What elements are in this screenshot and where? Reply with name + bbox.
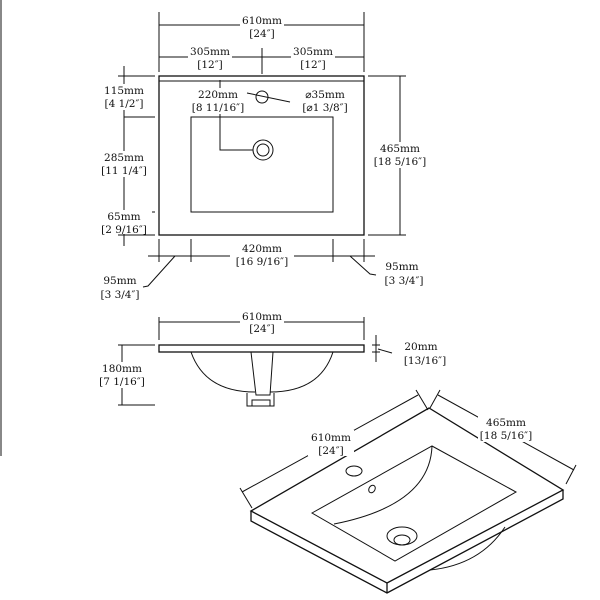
iso-bowl-underside <box>429 526 506 571</box>
iso-drain-outer-icon <box>386 526 418 546</box>
dim-610-in: [24″] <box>249 28 274 40</box>
iso-faucet-hole-icon <box>345 465 363 477</box>
dim-95-right-mm: 95mm <box>385 261 418 273</box>
dim-220-mm: 220mm <box>198 89 238 101</box>
iso-dim-610-mm: 610mm <box>311 432 351 444</box>
dim-35-mm: ⌀35mm <box>305 89 345 101</box>
top-view: 610mm [24″] 305mm [12″] 305mm [12″] 115m… <box>96 12 432 301</box>
dim-95-right-in: [3 3/4″] <box>384 275 423 287</box>
dim-420-in: [16 9/16″] <box>236 256 288 268</box>
dim-610-mm: 610mm <box>242 15 282 27</box>
dim-285-mm: 285mm <box>104 152 144 164</box>
dim-65-in: [2 9/16″] <box>101 224 147 236</box>
dim-115-mm: 115mm <box>104 85 144 97</box>
side-dim-20-mm: 20mm <box>404 341 437 353</box>
iso-drain-inner-icon <box>393 534 411 546</box>
drain-inner-icon <box>256 143 270 157</box>
dim-65-mm: 65mm <box>107 211 140 223</box>
side-dim-610-in: [24″] <box>249 323 274 335</box>
dim-305-right-in: [12″] <box>300 59 325 71</box>
side-dim-20-in: [13/16″] <box>404 355 446 367</box>
dim-35-in: [⌀1 3/8″] <box>302 102 347 114</box>
side-dim-610-mm: 610mm <box>242 311 282 323</box>
dim-420-mm: 420mm <box>242 243 282 255</box>
countertop-slab <box>158 344 365 353</box>
iso-overflow-icon <box>368 484 376 494</box>
iso-basin <box>310 445 518 562</box>
dim-285-in: [11 1/4″] <box>101 165 147 177</box>
dim-95-left-mm: 95mm <box>103 275 136 287</box>
basin-outline <box>190 116 334 213</box>
iso-dim-465-in: [18 5/16″] <box>480 430 532 442</box>
bowl-profile <box>190 351 334 393</box>
drain-outer-icon <box>252 139 274 161</box>
side-view: 610mm [24″] 180mm [7 1/16″] 20mm [13/16″… <box>94 310 446 407</box>
dim-305-left-mm: 305mm <box>190 46 230 58</box>
dim-465-mm: 465mm <box>380 143 420 155</box>
countertop-outline <box>158 75 365 236</box>
dim-305-left-in: [12″] <box>197 59 222 71</box>
dim-95-left-in: [3 3/4″] <box>100 289 139 301</box>
drain-pipe <box>250 351 274 396</box>
dim-220-in: [8 11/16″] <box>192 102 244 114</box>
isometric-view: 610mm [24″] 465mm [18 5/16″] <box>239 389 577 594</box>
dim-465-in: [18 5/16″] <box>374 156 426 168</box>
iso-dim-610-in: [24″] <box>318 445 343 457</box>
side-dim-180-mm: 180mm <box>102 363 142 375</box>
side-dim-180-in: [7 1/16″] <box>99 376 145 388</box>
dim-115-in: [4 1/2″] <box>104 98 143 110</box>
dim-305-right-mm: 305mm <box>293 46 333 58</box>
iso-dim-465-mm: 465mm <box>486 417 526 429</box>
